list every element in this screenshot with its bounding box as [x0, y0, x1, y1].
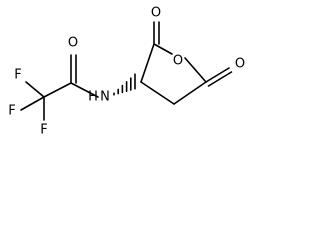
bond-ring-o-carbonyl-a	[153, 43, 173, 55]
bond-ch2-carbonyl-b	[173, 81, 207, 105]
chemical-structure-diagram: F F F O N H O O O	[8, 6, 245, 138]
bond-lactone-co-b-1	[205, 67, 230, 83]
atom-n-amide: N	[100, 90, 110, 105]
atom-o-lactone-a: O	[151, 6, 161, 21]
bond-cf3-carbonyl	[43, 82, 72, 98]
bond-n-stereocenter-hashed	[113, 73, 136, 96]
bond-cf3-f-top	[25, 81, 45, 98]
bond-lactone-co-b-2	[207, 71, 233, 87]
atom-o-amide: O	[68, 36, 78, 51]
bond-carbonyl-n	[70, 82, 99, 98]
atom-f-left: F	[8, 104, 15, 119]
atom-f-bottom: F	[40, 123, 47, 138]
bond-carbonyl-a-stereocenter	[140, 43, 155, 83]
atom-o-lactone-b: O	[235, 57, 245, 72]
atom-f-top: F	[14, 68, 21, 83]
atom-o-ring: O	[173, 54, 183, 69]
atom-h-amide: H	[88, 90, 98, 105]
bond-cf3-f-left	[20, 96, 45, 111]
bond-carbonyl-b-ring-o	[184, 57, 207, 83]
bond-stereocenter-ch2	[140, 81, 175, 105]
